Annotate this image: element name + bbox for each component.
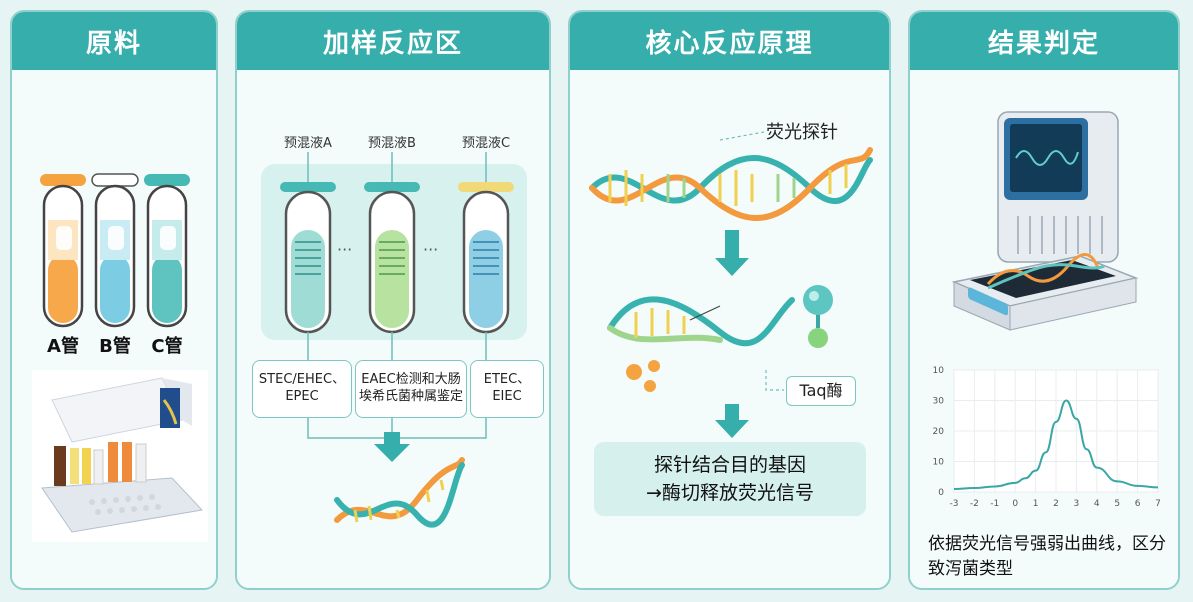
panel-title: 加样反应区 — [237, 12, 549, 70]
chart-series-line — [953, 399, 1159, 490]
chart-x-tick-label: 4 — [1094, 499, 1100, 509]
chart-x-tick-label: 1 — [1033, 499, 1039, 509]
probe-binding-icon — [607, 296, 795, 347]
tube-label-c: C管 — [151, 336, 183, 357]
dna-product-icon — [334, 457, 465, 528]
quencher-spheres-icon — [626, 360, 660, 392]
tube-premix-c — [458, 182, 514, 334]
chart-x-tick-label: 0 — [1012, 499, 1018, 509]
panel-materials: 原料 — [10, 10, 218, 590]
premix-label-a: 预混液A — [284, 136, 332, 151]
panel-body: 荧光探针 — [570, 70, 889, 588]
dots-1: ··· — [337, 240, 353, 259]
chart-x-tick-label: -1 — [990, 499, 999, 509]
tube-label-a: A管 — [47, 336, 79, 357]
probe-label: 荧光探针 — [766, 122, 838, 143]
panel-title: 核心反应原理 — [570, 12, 889, 70]
tube-premix-a — [280, 182, 336, 334]
target-box-c: ETEC、EIEC — [470, 360, 544, 418]
tube-a — [40, 174, 86, 328]
principle-result-line2: →酶切释放荧光信号 — [646, 482, 814, 504]
premix-label-b: 预混液B — [368, 136, 416, 151]
arrow-down-2 — [715, 404, 749, 438]
pcr-instrument-icon — [951, 111, 1139, 331]
taq-enzyme-label: Taq酶 — [786, 376, 856, 406]
tube-b — [91, 173, 139, 328]
panel-principle: 核心反应原理 荧光探针 — [568, 10, 891, 590]
chart-x-tick-label: 2 — [1053, 499, 1059, 509]
panel-judgement: 结果判定 -3 -2 -1 0 1 2 3 4 5 6 7 0 10 20 30 10 依据荧光信号强弱出曲线… — [908, 10, 1180, 590]
judgement-note: 依据荧光信号强弱出曲线，区分致泻菌类型 — [928, 534, 1166, 579]
reagent-tubes — [40, 173, 190, 328]
chart-y-tick-label: 30 — [933, 397, 945, 407]
chart-x-tick-label: 3 — [1074, 499, 1080, 509]
chart-x-tick-label: 5 — [1114, 499, 1120, 509]
arrow-down-1 — [715, 230, 749, 276]
chart-x-tick-label: -3 — [950, 499, 959, 509]
dna-double-helix-icon — [589, 147, 873, 221]
chart-x-tick-label: 7 — [1155, 499, 1161, 509]
premix-label-c: 预混液C — [461, 136, 511, 151]
panel-body: -3 -2 -1 0 1 2 3 4 5 6 7 0 10 20 30 10 依据荧光信号强弱出曲线，区分致泻… — [910, 70, 1178, 588]
chart-x-tick-label: 6 — [1135, 499, 1141, 509]
reaction-tubes — [261, 152, 527, 528]
principle-diagram — [589, 131, 873, 438]
panel-loading: 加样反应区 预混液A 预混液B 预混液C — [235, 10, 551, 590]
chart-x-tick-label: -2 — [970, 499, 979, 509]
target-box-b: EAEC检测和大肠埃希氏菌种属鉴定 — [355, 360, 467, 418]
fluorophore-icon — [803, 285, 833, 348]
panel-body: 预混液A 预混液B 预混液C — [237, 70, 549, 588]
chart-y-tick-label: 10 — [933, 366, 945, 376]
tube-premix-b — [364, 182, 420, 334]
panel-title: 原料 — [12, 12, 216, 70]
dots-2: ··· — [423, 240, 439, 259]
merge-arrow — [374, 432, 410, 462]
tube-c — [144, 174, 190, 328]
chart-y-tick-label: 20 — [933, 427, 945, 437]
fluorescence-curve-chart: -3 -2 -1 0 1 2 3 4 5 6 7 0 10 20 30 10 — [933, 366, 1161, 509]
target-box-a: STEC/EHEC、EPEC — [252, 360, 352, 418]
principle-result-box: 探针结合目的基因 →酶切释放荧光信号 — [594, 442, 866, 516]
principle-result-line1: 探针结合目的基因 — [653, 453, 806, 476]
chart-y-tick-label: 0 — [938, 488, 944, 498]
chart-y-tick-label: 10 — [933, 458, 945, 468]
panel-body: A管 B管 C管 — [12, 70, 216, 588]
panel-title: 结果判定 — [910, 12, 1178, 70]
kit-product-image — [32, 370, 208, 542]
tube-label-b: B管 — [99, 336, 131, 357]
